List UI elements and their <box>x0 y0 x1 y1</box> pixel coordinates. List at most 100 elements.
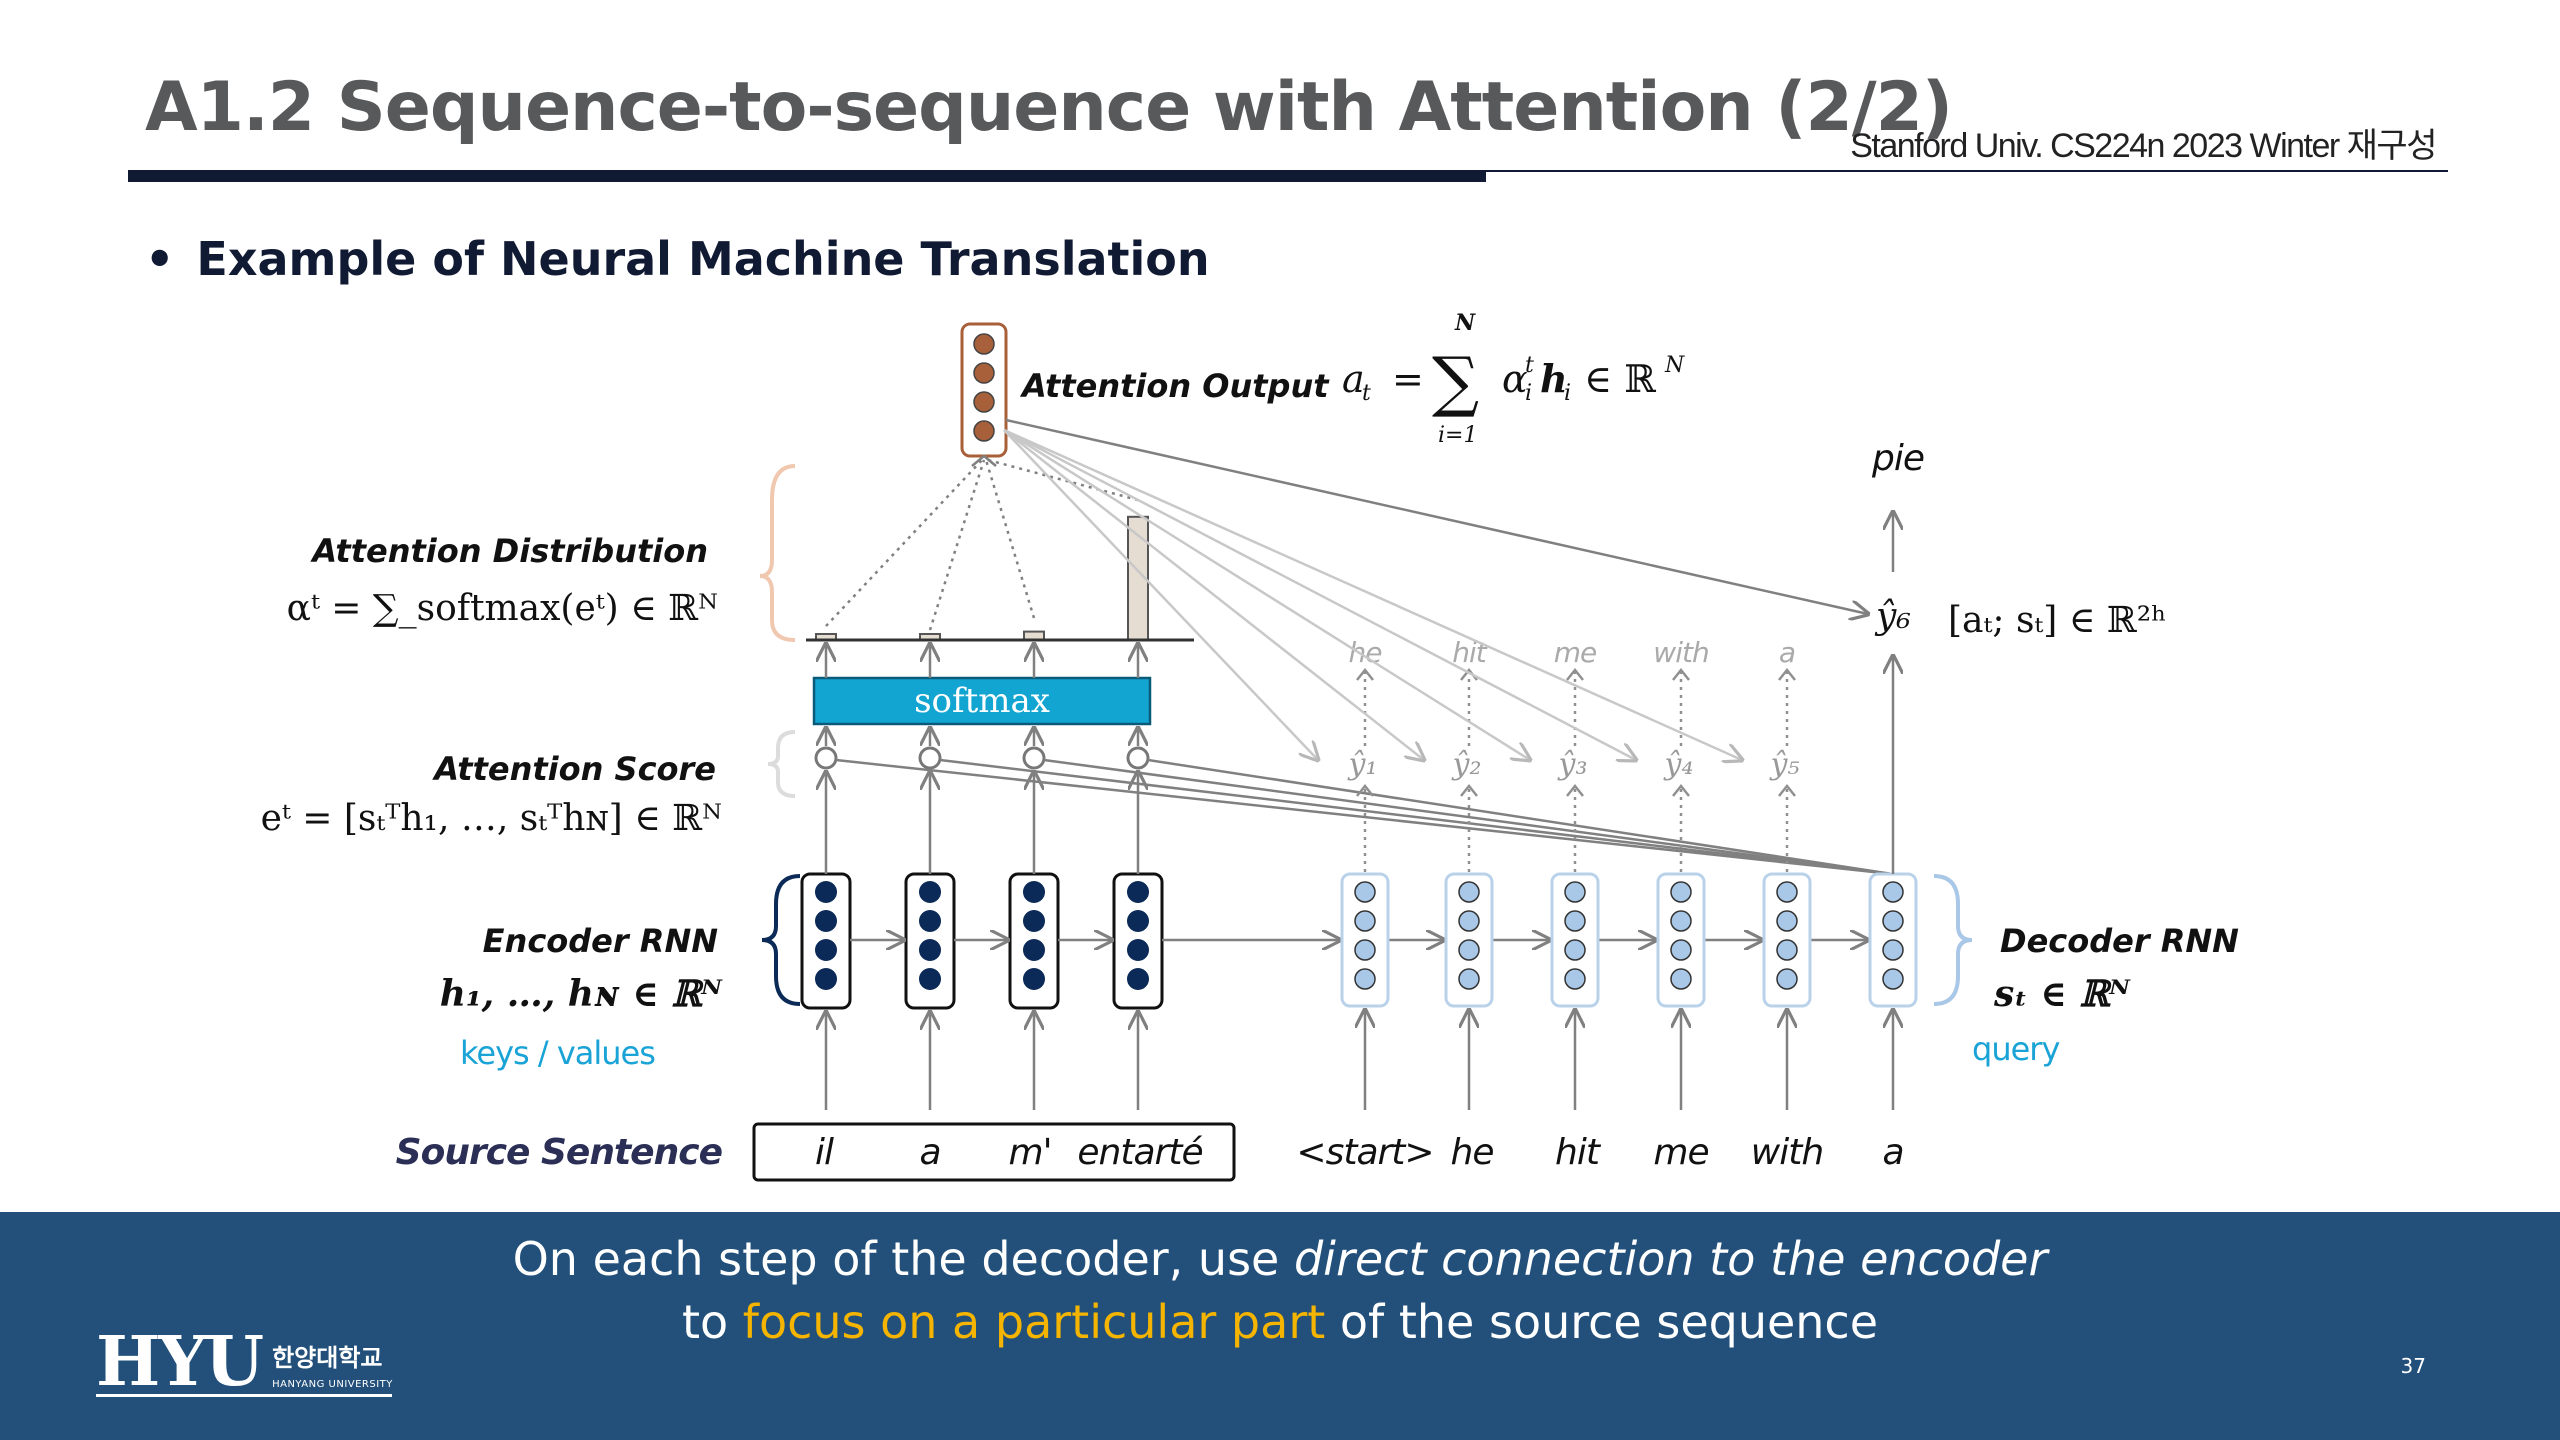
attention-output-to-yhat-lines <box>1003 428 1742 760</box>
footer-line2-c: of the source sequence <box>1325 1295 1879 1349</box>
slide-title: A1.2 Sequence-to-sequence with Attention… <box>145 68 1953 147</box>
decoder-input-word: with <box>1751 1132 1823 1173</box>
title-rule-thick <box>128 170 1486 182</box>
query-to-score-lines <box>835 758 1893 876</box>
attention-score-formula: eᵗ = [sₜᵀh₁, …, sₜᵀhɴ] ∈ ℝᴺ <box>261 798 722 839</box>
svg-text:α: α <box>1502 357 1528 401</box>
footer-line1-a: On each step of the decoder, use <box>512 1232 1294 1286</box>
svg-text:i: i <box>1564 381 1571 406</box>
yhat-label: ŷ₅ <box>1769 747 1800 782</box>
decoder-cell <box>1550 872 1600 1008</box>
encoder-cell <box>904 872 956 1010</box>
encoder-cell <box>800 872 852 1010</box>
word-arrowheads <box>1356 667 1796 681</box>
decoder-label: Decoder RNN <box>2000 922 2239 960</box>
decoder-brace <box>1933 874 1973 1006</box>
attention-output-vector <box>960 322 1008 458</box>
logo-underline <box>96 1394 392 1397</box>
source-word: entarté <box>1077 1132 1202 1173</box>
decoder-input-word: he <box>1451 1132 1494 1173</box>
footer-banner <box>0 1212 2560 1440</box>
yhat-to-word-dotted <box>1363 672 1789 746</box>
softmax-up-arrows <box>826 644 1138 678</box>
decoder-input-word: <start> <box>1296 1132 1433 1173</box>
footer-line2-highlight: focus on a particular part <box>742 1295 1326 1349</box>
svg-text:i=1: i=1 <box>1438 423 1477 448</box>
source-word: il <box>815 1132 834 1173</box>
encoder-label: Encoder RNN <box>483 922 719 960</box>
attention-distribution-brace <box>759 464 796 642</box>
credit-text: Stanford Univ. CS224n 2023 Winter 재구성 <box>1850 127 2437 165</box>
yhat-label: ŷ₄ <box>1663 747 1694 782</box>
page-number: 37 <box>2400 1354 2426 1378</box>
source-word: a <box>919 1132 940 1173</box>
encoder-brace <box>761 874 801 1006</box>
encoder-formula: h₁, …, hɴ ∈ ℝᴺ <box>440 973 724 1015</box>
svg-text:∑: ∑ <box>1432 343 1479 420</box>
bullet-text: Example of Neural Machine Translation <box>196 232 1210 286</box>
y6-label: ŷ₆ <box>1874 596 1911 637</box>
encoder-cell <box>1112 872 1164 1010</box>
source-sentence-label: Source Sentence <box>396 1132 723 1173</box>
source-words: il a m' entarté <box>815 1132 1204 1173</box>
predicted-word: me <box>1554 636 1597 669</box>
svg-text:h: h <box>1540 356 1568 401</box>
decoder-cell <box>1444 872 1494 1008</box>
predicted-word: with <box>1653 636 1708 669</box>
logo-mark: HYU <box>96 1322 264 1402</box>
source-sentence-box <box>752 1122 1236 1182</box>
predicted-word: a <box>1779 636 1795 669</box>
decoder-cells <box>1340 872 1918 1008</box>
footer-line1-b: direct connection to the encoder <box>1293 1232 2048 1286</box>
yhat-label: ŷ₃ <box>1557 747 1588 782</box>
attention-output-label: Attention Output <box>1019 367 1330 405</box>
bullet-item: • Example of Neural Machine Translation <box>145 232 1210 286</box>
yhat-labels: ŷ₁ ŷ₂ ŷ₃ ŷ₄ ŷ₅ <box>1347 747 1800 782</box>
svg-text:∈ ℝ: ∈ ℝ <box>1584 357 1656 401</box>
softmax-box <box>812 676 1152 726</box>
score-up-arrows <box>826 728 1138 746</box>
decoder-cell <box>1340 872 1390 1008</box>
yhat-label: ŷ₁ <box>1347 747 1378 782</box>
attention-diagram: Attention Output a t = ∑ N i=1 α t i h i… <box>261 310 2239 1182</box>
concat-formula: [aₜ; sₜ] ∈ ℝ²ʰ <box>1948 600 2167 641</box>
attention-distribution-label: Attention Distribution <box>309 532 708 570</box>
logo-text: 한양대학교 HANYANG UNIVERSITY <box>272 1338 393 1390</box>
decoder-input-word: me <box>1653 1132 1708 1173</box>
svg-text:t: t <box>1362 381 1371 406</box>
svg-text:i: i <box>1525 381 1532 406</box>
attention-score-label: Attention Score <box>431 750 716 788</box>
attention-output-arrowhead <box>971 454 997 467</box>
university-logo: HYU 한양대학교 HANYANG UNIVERSITY <box>96 1322 393 1402</box>
yhat-arrowheads <box>1356 783 1796 797</box>
predicted-words: he hit me with a <box>1349 636 1797 669</box>
query-label: query <box>1972 1030 2059 1068</box>
encoder-cell <box>1008 872 1060 1010</box>
attention-output-formula-text: a <box>1342 357 1365 401</box>
score-circles <box>814 746 1150 770</box>
attention-output-to-y6-line <box>1005 418 1868 614</box>
attention-dotted-lines <box>825 458 1139 631</box>
attention-output-formula: a t = ∑ N i=1 α t i h i ∈ ℝ N <box>1342 310 1685 448</box>
decoder-input-word: a <box>1882 1132 1903 1173</box>
logo-english: HANYANG UNIVERSITY <box>272 1379 393 1390</box>
svg-text:N: N <box>1664 353 1685 378</box>
decoder-cell <box>1868 872 1918 1008</box>
logo-korean: 한양대학교 <box>272 1344 383 1372</box>
footer-line-2: to focus on a particular part of the sou… <box>0 1295 2560 1349</box>
predicted-word: hit <box>1452 636 1488 669</box>
decoder-input-word: hit <box>1555 1132 1602 1173</box>
input-arrows <box>826 1010 1893 1110</box>
decoder-cell <box>1656 872 1706 1008</box>
footer-line-1: On each step of the decoder, use direct … <box>0 1232 2560 1286</box>
attention-distribution-bars <box>815 515 1149 641</box>
output-word: pie <box>1871 438 1924 479</box>
decoder-input-words: <start> he hit me with a <box>1296 1132 1904 1173</box>
decoder-to-yhat-dotted <box>1363 788 1789 872</box>
decoder-cell <box>1762 872 1812 1008</box>
softmax-label: softmax <box>914 681 1050 721</box>
encoder-to-score-arrows <box>826 772 1138 874</box>
bullet-dot-icon: • <box>145 232 175 286</box>
keys-values-label: keys / values <box>460 1034 655 1072</box>
yhat-label: ŷ₂ <box>1451 747 1482 782</box>
